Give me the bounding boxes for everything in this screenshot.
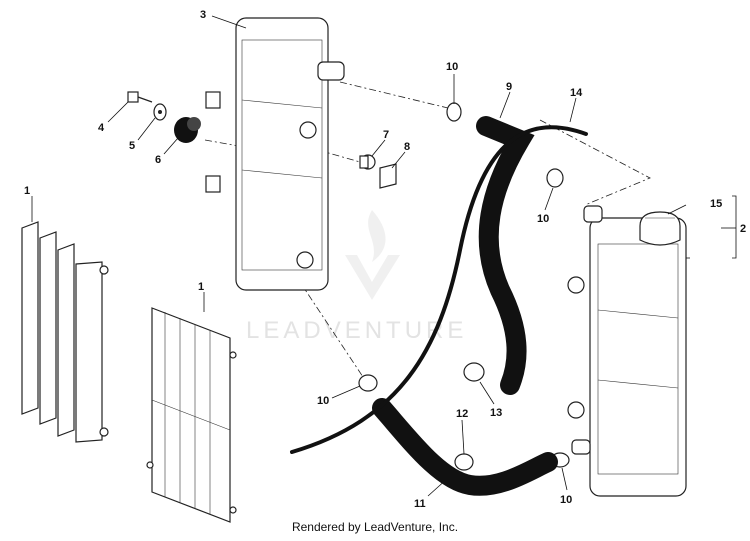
hose-clamp-12 [454, 453, 474, 471]
render-credit: Rendered by LeadVenture, Inc. [291, 520, 459, 534]
callout-4: 4 [98, 122, 105, 134]
callout-10-right-upper: 10 [537, 213, 549, 225]
callout-12: 12 [456, 408, 468, 420]
callout-10-right-lower: 10 [560, 494, 572, 506]
radiator-cap [639, 211, 681, 246]
radiator-grille-guard [146, 307, 237, 523]
callout-6: 6 [155, 154, 161, 166]
callout-9: 9 [506, 81, 512, 93]
callout-8: 8 [404, 141, 410, 153]
callout-7: 7 [383, 129, 389, 141]
washer [153, 103, 167, 121]
clip-nut [379, 163, 397, 189]
callout-labels: 1 1 2 3 4 5 6 7 8 9 10 10 10 10 11 12 13… [24, 9, 746, 510]
right-radiator [567, 205, 687, 497]
radiator-louver-set [21, 221, 109, 443]
callout-11: 11 [414, 498, 426, 510]
callout-5: 5 [129, 140, 135, 152]
hose-clamp-right-upper [546, 168, 564, 188]
callout-13: 13 [490, 407, 502, 419]
grommet [174, 117, 201, 143]
callout-14: 14 [570, 87, 583, 99]
hose-clamp-13 [463, 362, 485, 382]
upper-radiator-hose [476, 116, 535, 395]
leadventure-watermark-logo [345, 210, 400, 300]
collar [359, 154, 376, 170]
lower-radiator-hose [372, 398, 558, 496]
callout-2: 2 [740, 223, 746, 235]
bolt [127, 91, 153, 103]
callout-10-top: 10 [446, 61, 458, 73]
hose-clamp-top [446, 102, 462, 122]
leader-lines [31, 15, 737, 497]
watermark-text: LEADVENTURE [246, 317, 467, 344]
alignment-lines [204, 81, 651, 381]
hose-clamp-lower-left [358, 374, 378, 392]
left-radiator [205, 17, 345, 291]
callout-15: 15 [710, 198, 722, 210]
callout-1-louvers: 1 [24, 185, 30, 197]
callout-10-lower-left: 10 [317, 395, 329, 407]
callout-1-grille: 1 [198, 281, 204, 293]
overflow-tube [290, 125, 588, 454]
callout-3: 3 [200, 9, 206, 21]
